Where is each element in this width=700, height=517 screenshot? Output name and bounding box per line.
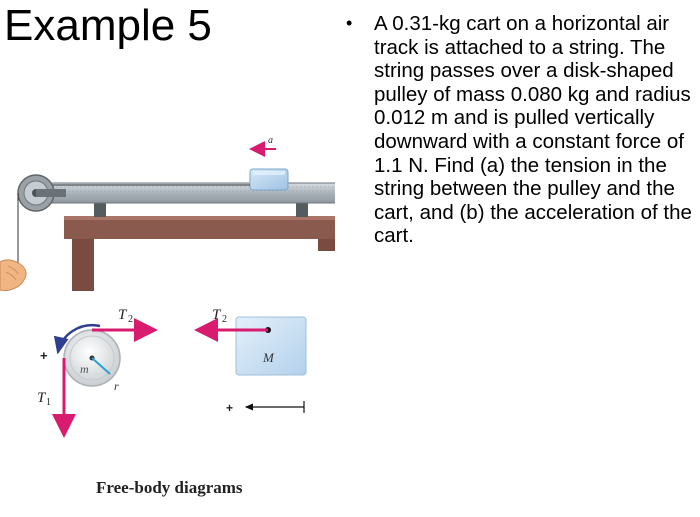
pulley-free-body bbox=[63, 329, 121, 387]
table bbox=[64, 216, 335, 291]
track-support-right bbox=[296, 203, 308, 217]
pulley-plus-sign: + bbox=[40, 348, 48, 363]
t1-label: T bbox=[37, 390, 47, 406]
pulley-radius-label: r bbox=[114, 379, 119, 393]
hand-icon bbox=[0, 259, 27, 291]
t2-pulley-label: T bbox=[118, 307, 128, 323]
pulley-mass-label: m bbox=[80, 362, 89, 376]
t2-cart-label: T bbox=[212, 307, 222, 323]
t1-subscript: 1 bbox=[46, 397, 51, 408]
acceleration-label: a bbox=[268, 135, 273, 146]
radius-line bbox=[91, 357, 111, 375]
cart-mass-label: M bbox=[262, 350, 275, 365]
air-track bbox=[35, 182, 335, 204]
t2-cart-subscript: 2 bbox=[222, 314, 227, 325]
problem-text: A 0.31-kg cart on a horizontal air track… bbox=[374, 12, 692, 248]
bullet-dot: • bbox=[346, 13, 353, 33]
problem-bullet: • A 0.31-kg cart on a horizontal air tra… bbox=[340, 12, 692, 248]
physics-figure: a T bbox=[0, 135, 335, 438]
cart bbox=[249, 168, 289, 191]
figure-caption: Free-body diagrams bbox=[96, 478, 243, 497]
cart-free-body bbox=[235, 316, 307, 376]
rotation-arrow bbox=[53, 323, 101, 355]
track-pulley bbox=[17, 174, 66, 212]
t2-pulley-subscript: 2 bbox=[128, 314, 133, 325]
slide-title: Example 5 bbox=[4, 1, 212, 50]
track-support-left bbox=[94, 203, 106, 217]
direction-axis bbox=[244, 401, 305, 413]
axis-plus-sign: + bbox=[226, 401, 233, 415]
